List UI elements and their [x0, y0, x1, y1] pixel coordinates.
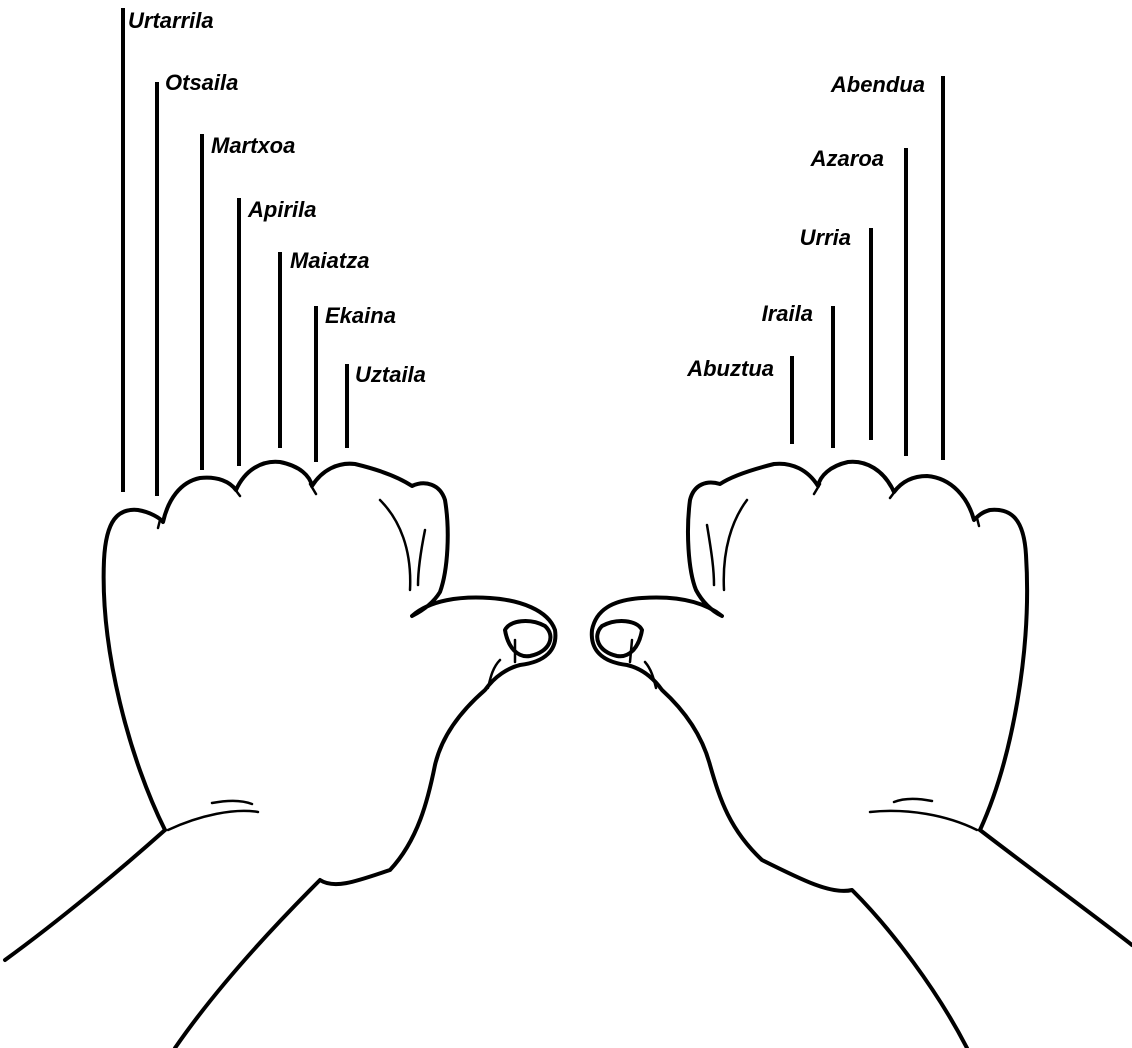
right-hand	[592, 462, 1132, 1048]
left-wrist-outline	[5, 830, 165, 960]
right-month-lines	[792, 76, 943, 460]
left-knuckle-dimples	[158, 484, 316, 528]
month-label-azaroa: Azaroa	[810, 146, 884, 171]
right-hand-outline	[592, 462, 1027, 1048]
month-label-iraila: Iraila	[762, 301, 813, 326]
month-label-ekaina: Ekaina	[325, 303, 396, 328]
left-wrist-crease	[168, 811, 258, 830]
right-wrist-crease	[870, 811, 977, 830]
left-index-curl	[380, 500, 425, 590]
month-label-urria: Urria	[800, 225, 851, 250]
month-label-martxoa: Martxoa	[211, 133, 295, 158]
right-wrist-outline	[980, 830, 1132, 945]
month-label-maiatza: Maiatza	[290, 248, 369, 273]
month-label-uztaila: Uztaila	[355, 362, 426, 387]
month-label-abuztua: Abuztua	[686, 356, 774, 381]
left-thumbnail	[505, 621, 550, 656]
month-label-urtarrila: Urtarrila	[128, 8, 214, 33]
right-wrist-crease-2	[894, 799, 932, 802]
right-index-curl	[707, 500, 747, 590]
left-hand	[5, 462, 555, 1048]
right-month-labels: Abuztua Iraila Urria Azaroa Abendua	[686, 72, 925, 381]
right-thumbnail	[597, 621, 642, 656]
month-label-otsaila: Otsaila	[165, 70, 238, 95]
left-wrist-crease-2	[212, 801, 252, 804]
left-month-labels: Urtarrila Otsaila Martxoa Apirila Maiatz…	[128, 8, 426, 387]
left-hand-outline	[104, 462, 556, 1048]
month-label-apirila: Apirila	[247, 197, 316, 222]
right-knuckle-dimples	[814, 484, 979, 526]
month-label-abendua: Abendua	[830, 72, 925, 97]
